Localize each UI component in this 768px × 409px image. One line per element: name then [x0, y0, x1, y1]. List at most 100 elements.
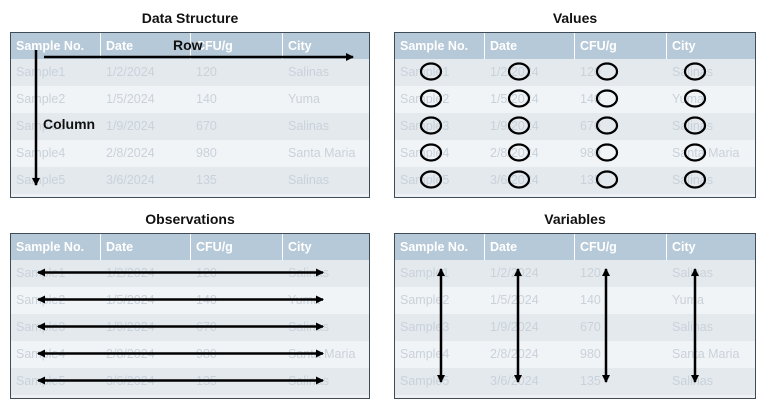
- table-cell: 1/5/2024: [490, 293, 539, 307]
- table-cell: 980: [580, 146, 601, 160]
- table-cell: 670: [580, 119, 601, 133]
- table-cell: Santa Maria: [288, 347, 356, 361]
- table-cell: 980: [196, 347, 217, 361]
- table-cell: Sample3: [16, 320, 66, 334]
- table-cell: 135: [196, 374, 217, 388]
- table-cell: 3/6/2024: [106, 173, 155, 187]
- table-cell: 3/6/2024: [106, 374, 155, 388]
- column-header: CFU/g: [191, 33, 283, 59]
- table-cell: Sample2: [400, 293, 450, 307]
- table-cell: Santa Maria: [288, 146, 356, 160]
- table-cell: 135: [580, 173, 601, 187]
- column-header: Sample No.: [395, 234, 485, 260]
- table-cell: Sample1: [400, 65, 450, 79]
- table-cell: Sample1: [16, 65, 66, 79]
- column-header: Date: [101, 33, 191, 59]
- column-header: City: [288, 39, 312, 53]
- table-cell: 2/8/2024: [106, 347, 155, 361]
- column-header: CFU/g: [575, 33, 667, 59]
- table-cell: Yuma: [288, 293, 320, 307]
- panel-title: Variables: [544, 211, 606, 227]
- column-header: Sample No.: [11, 234, 101, 260]
- table-cell: Salinas: [672, 173, 713, 187]
- table-cell: Sample1: [16, 266, 66, 280]
- table-cell: Sample2: [400, 92, 450, 106]
- table-cell: 1/5/2024: [106, 92, 155, 106]
- table-cell: Sample5: [400, 374, 450, 388]
- table-cell: Salinas: [288, 374, 329, 388]
- table-cell: 1/9/2024: [490, 119, 539, 133]
- panel-title: Data Structure: [141, 10, 239, 26]
- table-cell: Salinas: [672, 266, 713, 280]
- table-cell: Salinas: [288, 173, 329, 187]
- table-cell: 1/9/2024: [106, 320, 155, 334]
- table-cell: 140: [196, 92, 217, 106]
- table-cell: Salinas: [288, 119, 329, 133]
- table-cell: Salinas: [288, 266, 329, 280]
- table-row: Sample5 3/6/2024 135 Salinas: [11, 368, 369, 395]
- table-cell: Sample5: [16, 374, 66, 388]
- column-header: City: [672, 240, 696, 254]
- table-cell: Sample3: [400, 119, 450, 133]
- table-cell: 980: [196, 146, 217, 160]
- table-cell: 120: [580, 65, 601, 79]
- table-cell: 670: [580, 320, 601, 334]
- table-cell: 120: [580, 266, 601, 280]
- table-cell: 2/8/2024: [106, 146, 155, 160]
- column-header: Date: [101, 234, 191, 260]
- table-cell: Salinas: [672, 65, 713, 79]
- table-cell: 135: [580, 374, 601, 388]
- table-cell: Sample4: [400, 347, 450, 361]
- table-cell: 670: [196, 320, 217, 334]
- table-cell: 1/9/2024: [106, 119, 155, 133]
- table-cell: Sample3: [400, 320, 450, 334]
- table-cell: Sample4: [16, 146, 66, 160]
- column-header: City: [672, 39, 696, 53]
- table-cell: Salinas: [672, 119, 713, 133]
- column-header: Date: [485, 234, 575, 260]
- table-cell: 135: [196, 173, 217, 187]
- column-header: CFU/g: [575, 234, 667, 260]
- column-header: Sample No.: [11, 33, 101, 59]
- table-cell: 980: [580, 347, 601, 361]
- table-cell: Salinas: [672, 374, 713, 388]
- panel-title: Values: [552, 10, 598, 26]
- table-cell: 3/6/2024: [490, 173, 539, 187]
- panel-title: Observations: [145, 211, 235, 227]
- column-header: Sample No.: [395, 33, 485, 59]
- table-cell: Santa Maria: [672, 347, 740, 361]
- column-header: CFU/g: [191, 234, 283, 260]
- table-cell: 120: [196, 266, 217, 280]
- table-cell: 670: [196, 119, 217, 133]
- table-cell: 2/8/2024: [490, 146, 539, 160]
- table-cell: 1/2/2024: [490, 266, 539, 280]
- row-label: Row: [173, 37, 203, 53]
- table-cell: 1/9/2024: [490, 320, 539, 334]
- table-cell: Sample2: [16, 293, 66, 307]
- table-cell: 140: [196, 293, 217, 307]
- table-cell: Sample5: [400, 173, 450, 187]
- column-header: City: [288, 240, 312, 254]
- table-cell: 120: [196, 65, 217, 79]
- table-cell: Salinas: [288, 320, 329, 334]
- table-row: Sample3 1/9/2024 670 Salinas: [11, 314, 369, 341]
